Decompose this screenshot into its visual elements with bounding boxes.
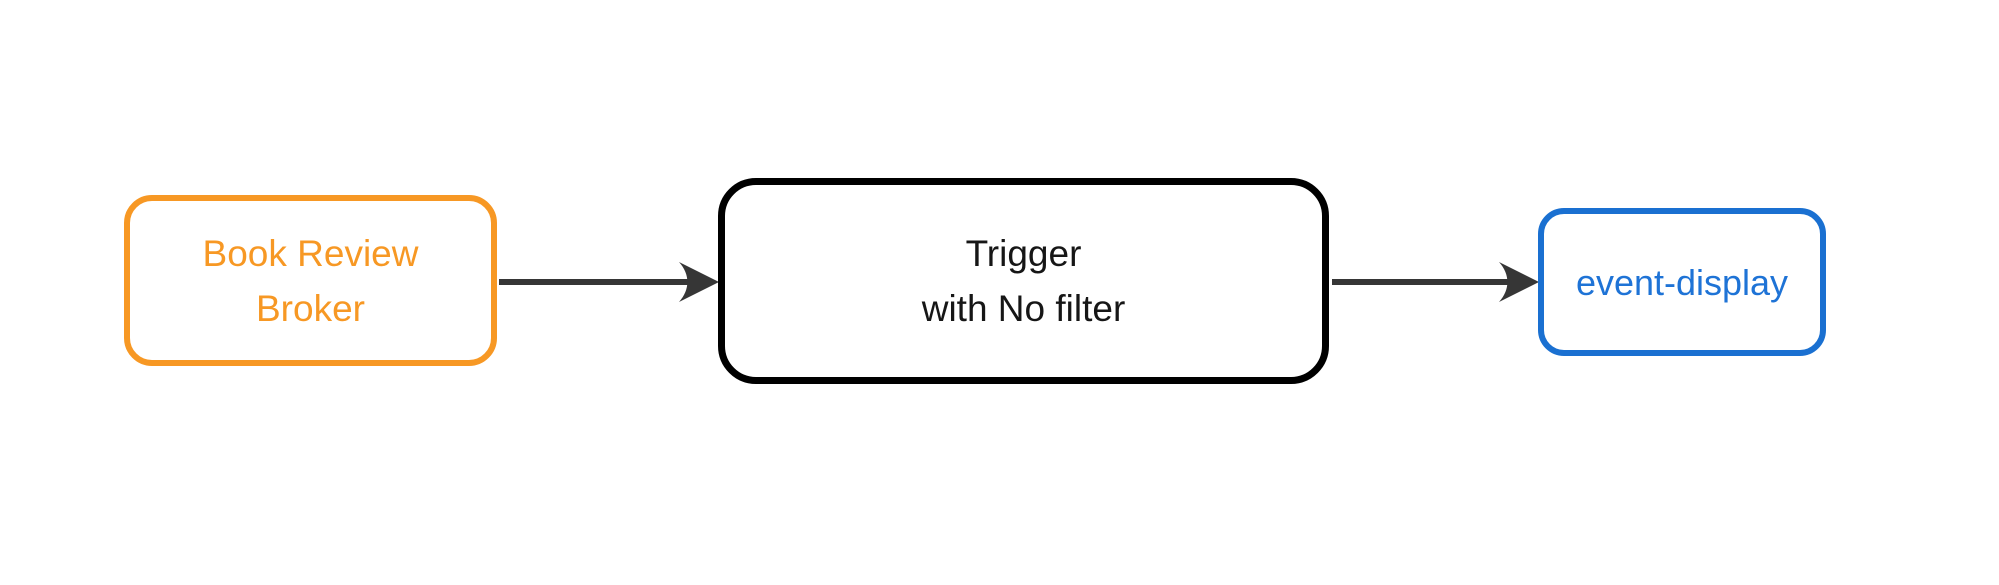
node-label-line: Broker — [256, 287, 365, 329]
node-label-line: Trigger — [965, 233, 1082, 274]
node-trigger-with-no-filter: Trigger with No filter — [718, 178, 1329, 384]
node-label-line: with No filter — [921, 288, 1126, 329]
node-label-line: Book Review — [202, 232, 419, 274]
node-label-line: event-display — [1575, 261, 1789, 303]
node-event-display: event-display — [1538, 208, 1826, 356]
node-book-review-broker: Book Review Broker — [124, 195, 497, 366]
